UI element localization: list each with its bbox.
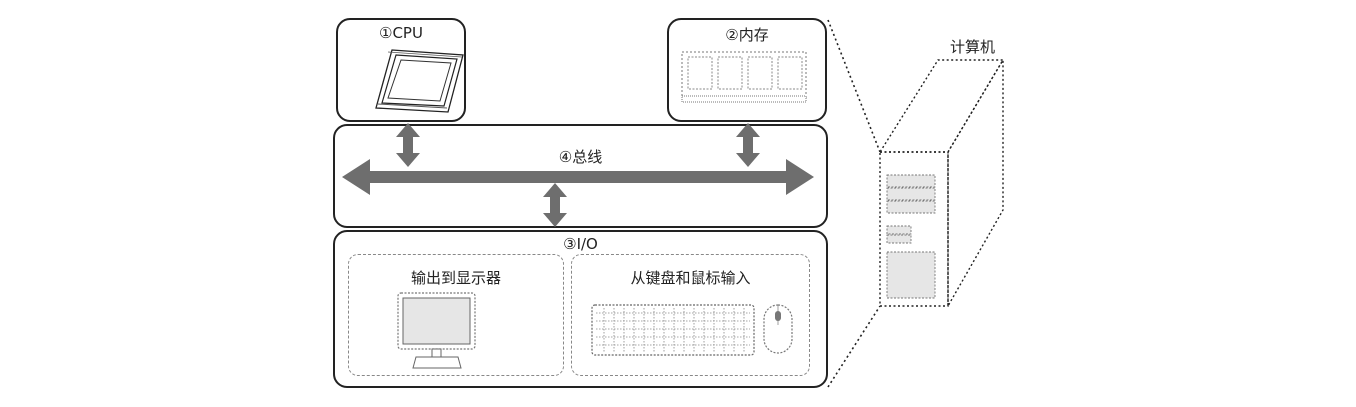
io-label: ③I/O [563,235,598,253]
projection-lines [827,19,881,388]
keyboard-mouse-input-group: 从键盘和鼠标输入 [571,254,810,376]
computer-tower-bays [886,174,936,299]
display-output-group: 输出到显示器 [348,254,564,376]
memory-module-icon [681,51,807,103]
cpu-chip-icon [375,49,464,113]
bus-main-arrow [342,159,814,195]
memory-bus-arrow [736,123,760,167]
keyboard-mouse-input-label: 从键盘和鼠标输入 [630,269,751,287]
mouse-icon [763,304,793,354]
cpu-bus-arrow [396,123,420,167]
monitor-icon [397,292,476,369]
computer-tower-icon [878,57,1005,309]
io-bus-arrow [543,183,567,227]
bus-label: ④总线 [558,148,603,166]
display-output-label: 输出到显示器 [410,269,501,287]
cpu-label: ①CPU [379,24,423,42]
computer-label: 计算机 [950,38,996,56]
memory-label: ②内存 [725,26,769,44]
keyboard-icon [591,304,755,356]
